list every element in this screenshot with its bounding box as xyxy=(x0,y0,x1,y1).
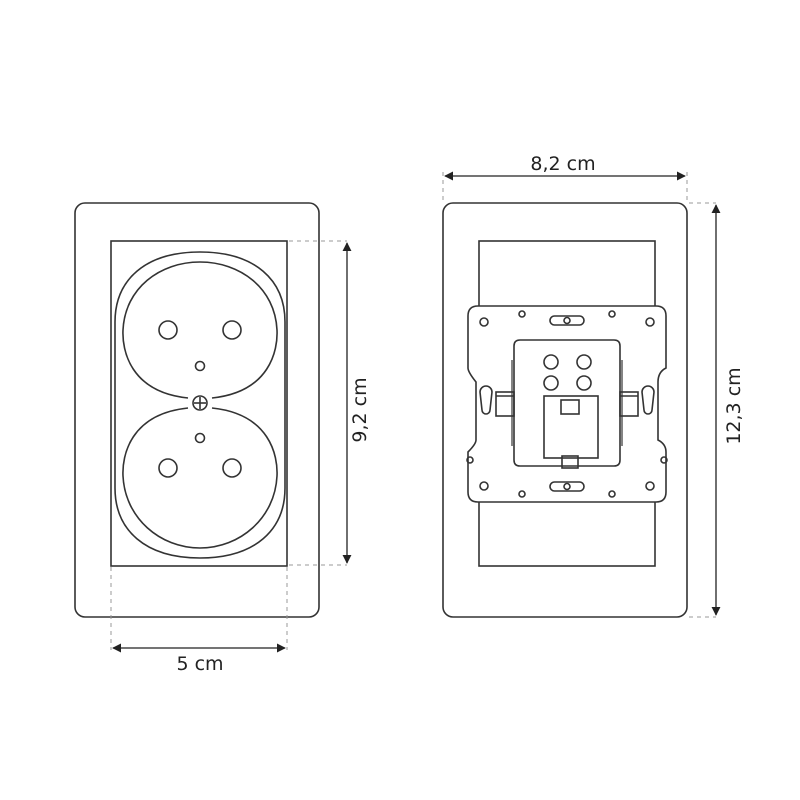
back-view xyxy=(442,202,688,618)
mounting-plate xyxy=(467,305,667,503)
top-screw-slot xyxy=(549,315,585,326)
back-width-label: 8,2 cm xyxy=(530,153,595,175)
back-height-label: 12,3 cm xyxy=(723,367,745,444)
bottom-screw-slot xyxy=(549,481,585,492)
right-keyhole xyxy=(641,385,655,415)
left-keyhole xyxy=(479,385,493,415)
lower-socket-hole-right xyxy=(222,458,242,478)
terminal-hole-2 xyxy=(576,354,592,370)
lower-socket-recess xyxy=(122,407,278,549)
upper-socket-hole-right xyxy=(222,320,242,340)
center-screw-icon xyxy=(192,395,208,411)
terminal-hole-3 xyxy=(543,375,559,391)
front-height-label: 9,2 cm xyxy=(349,377,371,442)
double-socket-outline xyxy=(114,251,286,559)
front-height-dimension: 9,2 cm xyxy=(342,242,371,564)
upper-socket-earth-pin xyxy=(194,360,206,372)
lower-socket-earth-pin xyxy=(194,432,206,444)
right-clamp xyxy=(619,391,639,417)
front-width-dimension: 5 cm xyxy=(112,643,286,675)
back-width-dimension: 8,2 cm xyxy=(444,153,686,181)
mechanism-housing xyxy=(513,339,621,467)
upper-socket-recess xyxy=(122,261,278,399)
central-contact-square xyxy=(560,399,580,415)
terminal-hole-1 xyxy=(543,354,559,370)
upper-socket-hole-left xyxy=(158,320,178,340)
lower-socket-hole-left xyxy=(158,458,178,478)
front-view xyxy=(74,202,320,618)
front-width-label: 5 cm xyxy=(176,653,223,675)
left-clamp xyxy=(495,391,515,417)
central-contact-block xyxy=(543,395,599,459)
front-dimension-guides xyxy=(110,240,347,650)
terminal-hole-4 xyxy=(576,375,592,391)
back-dimension-guides xyxy=(442,172,716,618)
back-height-dimension: 12,3 cm xyxy=(711,204,745,616)
